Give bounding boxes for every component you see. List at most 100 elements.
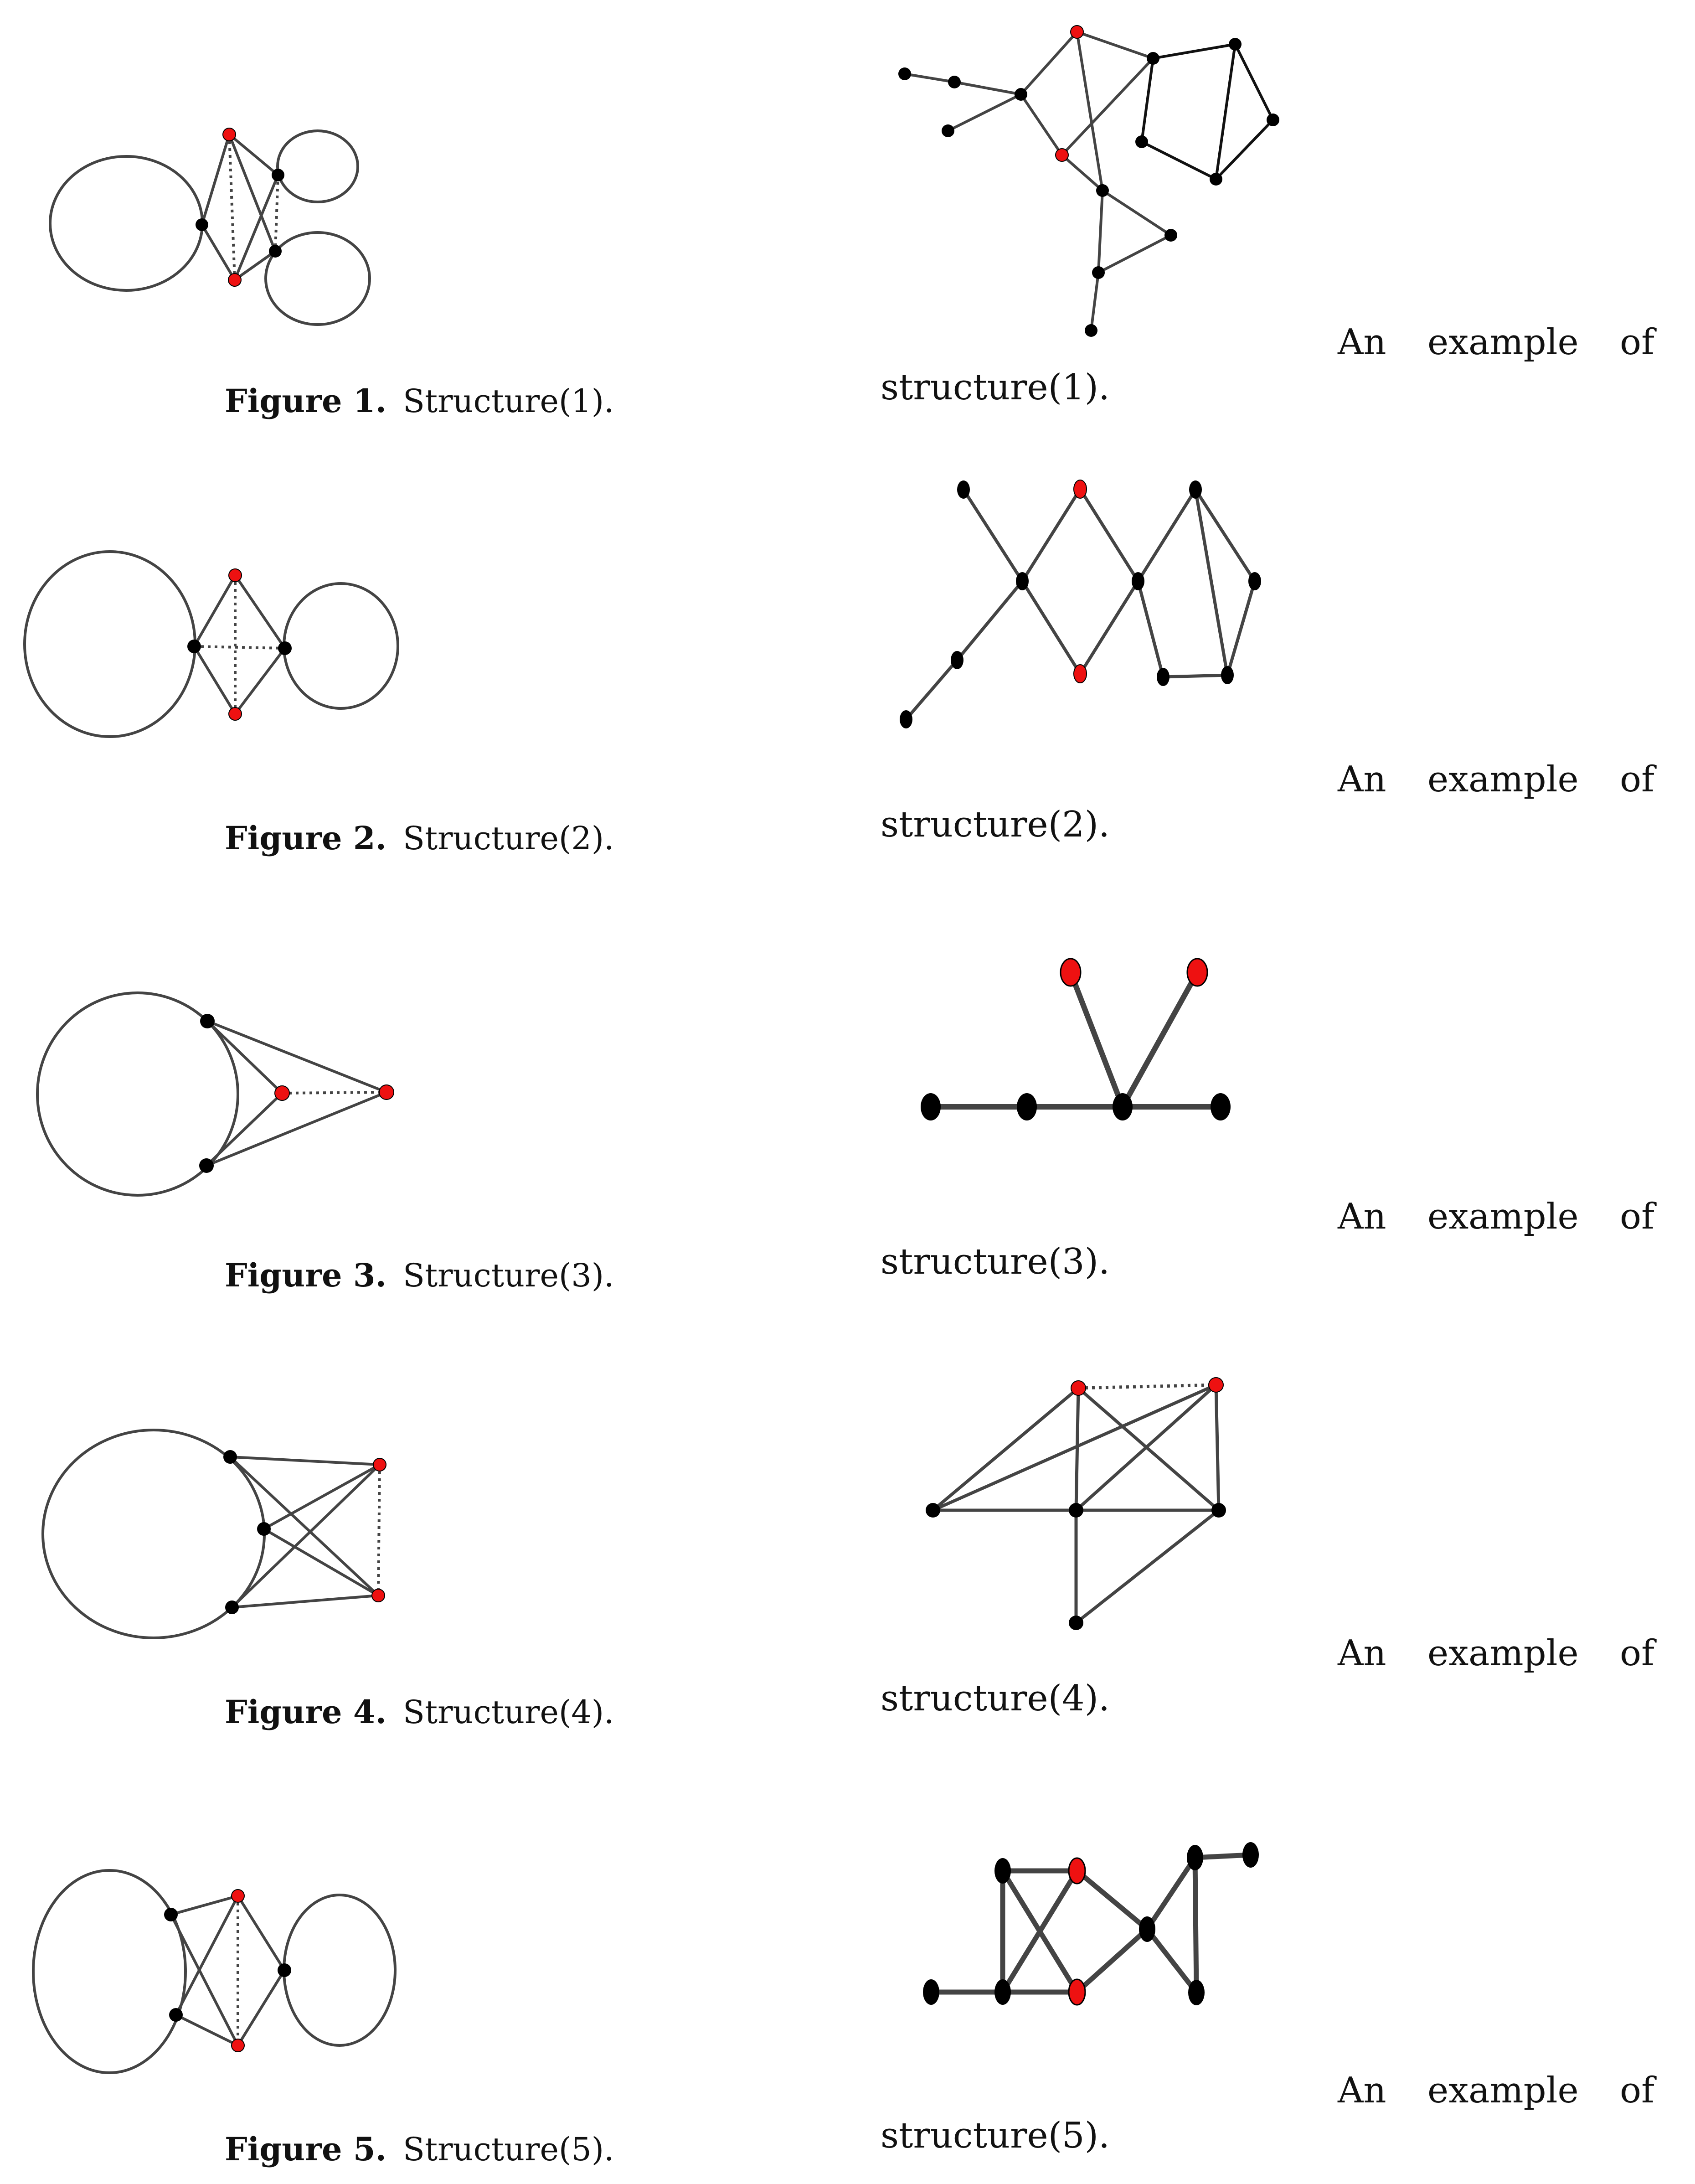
word: An	[1338, 322, 1386, 363]
edge	[1075, 1509, 1220, 1624]
edge	[193, 645, 237, 715]
red-node	[1073, 664, 1087, 683]
edge	[947, 93, 1022, 132]
dotted-edge	[274, 175, 279, 252]
example-3-tail: structure(3).	[881, 1241, 1110, 1282]
example-1-text: An example of	[1338, 325, 1654, 360]
edge	[237, 1969, 286, 2046]
black-node	[223, 1450, 237, 1464]
figure-title: Structure(2).	[403, 820, 614, 857]
example-3-text: An example of	[1338, 1199, 1654, 1234]
dotted-edge	[282, 1091, 387, 1095]
edge	[1137, 489, 1197, 582]
black-node	[187, 640, 201, 653]
black-node	[1157, 668, 1169, 686]
word: of	[1620, 322, 1654, 363]
edge	[1136, 581, 1165, 677]
edge	[1140, 58, 1154, 142]
black-node	[278, 1963, 291, 1977]
dotted-edge	[228, 134, 236, 280]
black-node	[196, 218, 208, 231]
black-node	[898, 67, 911, 80]
example-5-tail: structure(5).	[881, 2115, 1110, 2156]
edge	[1079, 488, 1139, 582]
black-node	[1164, 229, 1177, 242]
edge	[1194, 489, 1229, 676]
edge	[206, 1020, 387, 1094]
dotted-edge	[1078, 1383, 1216, 1390]
black-node	[1187, 1845, 1203, 1870]
edge	[954, 81, 1021, 96]
edge	[1068, 971, 1125, 1108]
edge	[1120, 971, 1200, 1108]
black-node	[1015, 88, 1027, 101]
edge	[234, 647, 286, 715]
figure-title: Structure(4).	[403, 1694, 614, 1731]
red-node	[1060, 958, 1082, 987]
edge	[1077, 31, 1154, 60]
edge	[905, 659, 958, 721]
red-node	[222, 128, 236, 141]
word: of	[1620, 1196, 1654, 1237]
figure-title: Structure(5).	[403, 2131, 614, 2168]
figure-4-caption: Figure 4. Structure(4).	[225, 1693, 614, 1731]
edge	[233, 174, 279, 281]
edge	[1234, 43, 1274, 121]
red-node	[231, 1889, 245, 1903]
edge	[1020, 31, 1078, 96]
example-3-graph	[931, 971, 1221, 1110]
edge	[1097, 190, 1104, 273]
black-node	[957, 480, 970, 499]
black-node	[1267, 114, 1279, 126]
word: example	[1427, 759, 1579, 800]
edge	[232, 1594, 379, 1609]
black-node	[1210, 173, 1222, 186]
figure-label: Figure 4.	[225, 1693, 386, 1731]
edge	[193, 574, 237, 647]
edge	[1214, 1384, 1221, 1511]
black-node	[1188, 1980, 1205, 2005]
edge	[1145, 1856, 1197, 1931]
edge	[1075, 1869, 1149, 1931]
edge	[1074, 1388, 1080, 1511]
edge	[234, 574, 286, 649]
example-1-graph	[904, 31, 1274, 331]
word: example	[1427, 2070, 1579, 2111]
red-node	[228, 568, 242, 582]
red-node	[1068, 1857, 1086, 1885]
edge	[228, 133, 279, 176]
edge	[1194, 489, 1256, 582]
edge	[1153, 43, 1236, 60]
edge	[170, 1895, 238, 1916]
edge	[230, 1456, 380, 1466]
edge	[201, 134, 231, 225]
large-ring	[23, 550, 196, 738]
example-2-text: An example of	[1338, 762, 1654, 797]
black-node	[278, 641, 292, 655]
word: of	[1620, 1633, 1654, 1674]
red-node	[1070, 25, 1084, 39]
red-node	[231, 2039, 245, 2052]
edge	[237, 1895, 286, 1971]
example-2-graph	[905, 488, 1257, 721]
black-node	[900, 710, 912, 728]
edge	[205, 1092, 283, 1167]
red-node	[274, 1085, 290, 1101]
example-4-text: An example of	[1338, 1636, 1654, 1671]
edge	[263, 1463, 381, 1530]
black-node	[169, 2008, 183, 2022]
structure-5-diagram	[32, 1869, 397, 2074]
edge	[1075, 1927, 1149, 1994]
dotted-edge	[377, 1464, 381, 1596]
edge	[1215, 119, 1274, 181]
word: example	[1427, 322, 1579, 363]
edge	[1192, 1857, 1199, 1993]
upper-small-ring	[276, 129, 359, 203]
edge	[962, 489, 1024, 582]
black-node	[1069, 1503, 1083, 1518]
edge	[1021, 580, 1082, 675]
word: An	[1338, 2070, 1386, 2111]
large-ring	[32, 1869, 187, 2074]
red-node	[1071, 1380, 1086, 1396]
word: of	[1620, 2070, 1654, 2111]
